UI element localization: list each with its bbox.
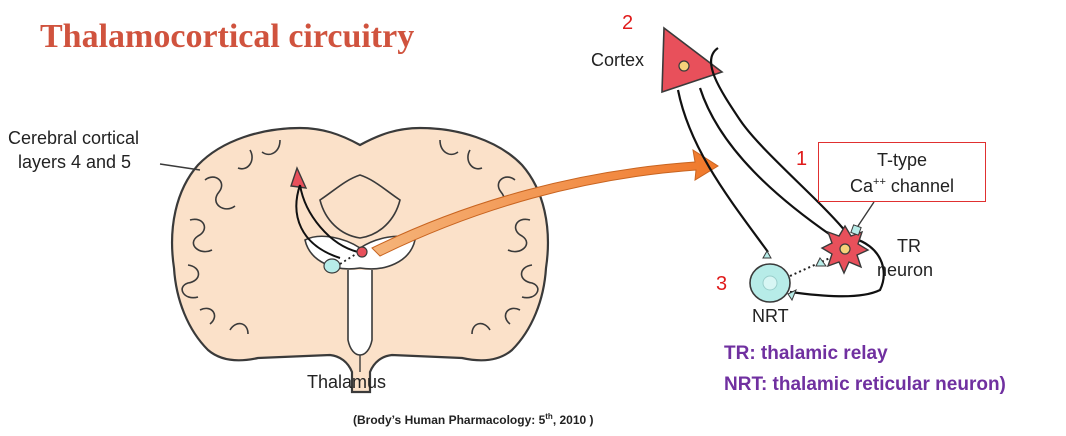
gyri-left <box>181 139 281 335</box>
ca-channel-label: Ca++ channel <box>850 176 954 196</box>
tr-to-cortex <box>709 47 847 233</box>
citation: (Brody’s Human Pharmacology: 5th, 2010 ) <box>353 412 594 427</box>
t-type-channel-marker <box>850 224 862 236</box>
channel-pointer-line <box>857 201 875 227</box>
brain-loop-path <box>295 184 359 259</box>
cortex-to-nrt <box>676 89 769 253</box>
brain-section <box>171 126 549 394</box>
neuron-label: neuron <box>877 260 934 280</box>
brain-nrt-dotted <box>339 253 357 265</box>
terminal-nrt-right <box>787 288 797 302</box>
layers-label: layers 4 and 5 <box>18 152 132 172</box>
number-1: 1 <box>796 148 808 170</box>
nrt-label: NRT <box>752 306 789 326</box>
tr-loop <box>789 236 885 298</box>
tr-label: TR <box>897 236 921 256</box>
nrt-to-tr-dotted <box>789 257 831 277</box>
cortex-label: Cortex <box>591 50 645 70</box>
terminal-nrt-top <box>762 249 772 259</box>
number-3: 3 <box>716 273 728 295</box>
t-type-channel-box: T-type Ca++ channel <box>818 142 986 202</box>
number-2: 2 <box>622 12 634 34</box>
gyri-right <box>439 139 539 335</box>
legend-tr: TR: thalamic relay <box>724 343 888 364</box>
cortex-neuron-nucleus <box>678 60 690 72</box>
cortical-pointer-line <box>159 163 201 171</box>
circuit-zoom <box>661 26 885 303</box>
tr-nucleus <box>839 243 851 255</box>
legend-nrt: NRT: thalamic reticular neuron) <box>724 374 1006 395</box>
nrt-nucleus <box>762 275 778 291</box>
cerebral-cortical-label: Cerebral cortical <box>8 128 140 148</box>
brain-tr-neuron <box>356 246 368 258</box>
cortex-neuron <box>661 26 724 94</box>
zoom-arrow <box>371 148 719 257</box>
brainstem <box>347 270 373 356</box>
thalamus-label: Thalamus <box>307 372 387 392</box>
central-structure <box>319 174 401 239</box>
t-type-label: T-type <box>876 150 928 170</box>
page-title: Thalamocortical circuitry <box>40 18 415 55</box>
brain-nrt-neuron <box>323 258 341 274</box>
cortex-to-tr <box>698 87 833 237</box>
terminal-tr-left <box>815 257 827 267</box>
